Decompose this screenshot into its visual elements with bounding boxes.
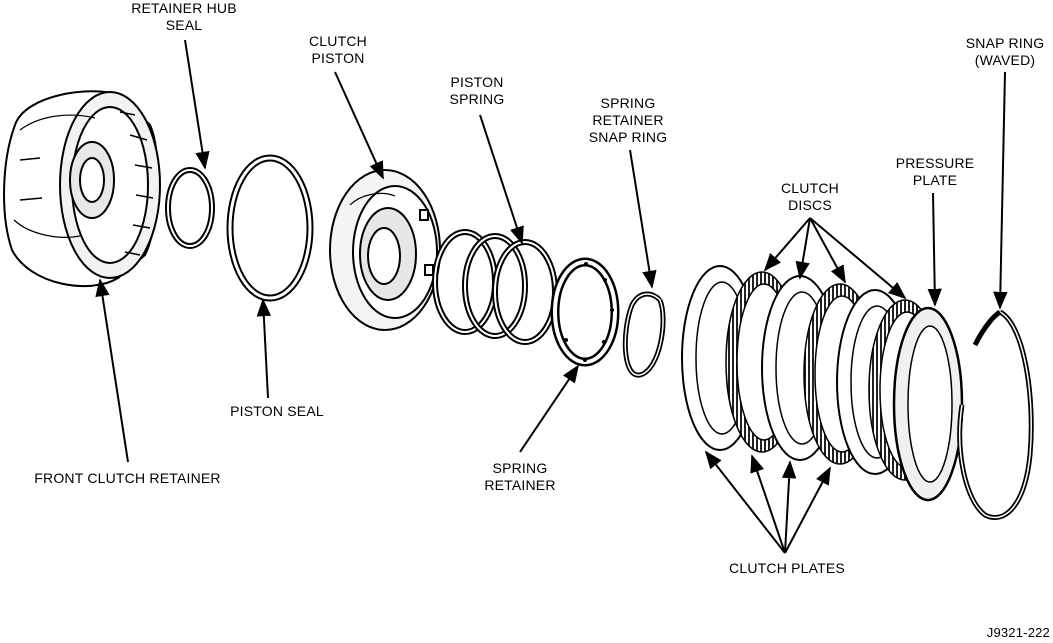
label-line: PLATE xyxy=(912,172,958,188)
label-line: PISTON xyxy=(311,50,365,66)
label-line: RETAINER xyxy=(592,112,664,128)
spring-retainer-part xyxy=(550,257,620,367)
snap-ring-waved-part xyxy=(957,309,1034,520)
label-piston-seal: PISTON SEAL xyxy=(218,403,336,420)
label-line: PISTON xyxy=(450,74,504,90)
label-line: CLUTCH xyxy=(781,180,839,196)
label-pressure-plate: PRESSURE PLATE xyxy=(890,155,980,189)
label-line: SPRING xyxy=(600,95,656,111)
clutch-piston-part xyxy=(329,169,441,331)
label-line: RETAINER HUB xyxy=(131,0,237,16)
label-line: SNAP RING xyxy=(588,129,668,145)
label-line: SPRING xyxy=(449,91,505,107)
label-snap-ring-waved: SNAP RING (WAVED) xyxy=(958,35,1052,69)
label-clutch-piston: CLUTCH PISTON xyxy=(300,33,376,67)
label-line: PRESSURE xyxy=(895,155,975,171)
label-line: SNAP RING xyxy=(965,35,1045,51)
label-retainer-hub-seal: RETAINER HUB SEAL xyxy=(122,0,246,34)
label-line: J9321-222 xyxy=(986,625,1050,640)
label-line: CLUTCH PLATES xyxy=(729,560,845,576)
retainer-hub-seal-part xyxy=(165,167,215,249)
label-spring-retainer-snap-ring: SPRING RETAINER SNAP RING xyxy=(578,95,678,146)
clutch-pack-part xyxy=(681,265,964,502)
piston-seal-part xyxy=(226,154,314,302)
label-line: SPRING xyxy=(492,460,548,476)
label-line: CLUTCH xyxy=(309,33,367,49)
label-line: SEAL xyxy=(165,17,203,33)
figure-reference: J9321-222 xyxy=(966,624,1050,641)
front-clutch-retainer-part xyxy=(3,90,161,288)
label-piston-spring: PISTON SPRING xyxy=(442,74,512,108)
label-line: FRONT CLUTCH RETAINER xyxy=(34,470,221,486)
label-line: DISCS xyxy=(788,197,832,213)
label-line: (WAVED) xyxy=(974,52,1036,68)
label-clutch-discs: CLUTCH DISCS xyxy=(775,180,845,214)
label-line: PISTON SEAL xyxy=(230,403,324,419)
leader-arrows xyxy=(95,39,1008,554)
piston-spring-part xyxy=(432,229,558,345)
label-line: RETAINER xyxy=(484,477,556,493)
label-front-clutch-retainer: FRONT CLUTCH RETAINER xyxy=(15,470,240,487)
label-spring-retainer: SPRING RETAINER xyxy=(475,460,565,494)
label-clutch-plates: CLUTCH PLATES xyxy=(712,560,862,577)
spring-retainer-snap-ring-part xyxy=(622,291,666,378)
